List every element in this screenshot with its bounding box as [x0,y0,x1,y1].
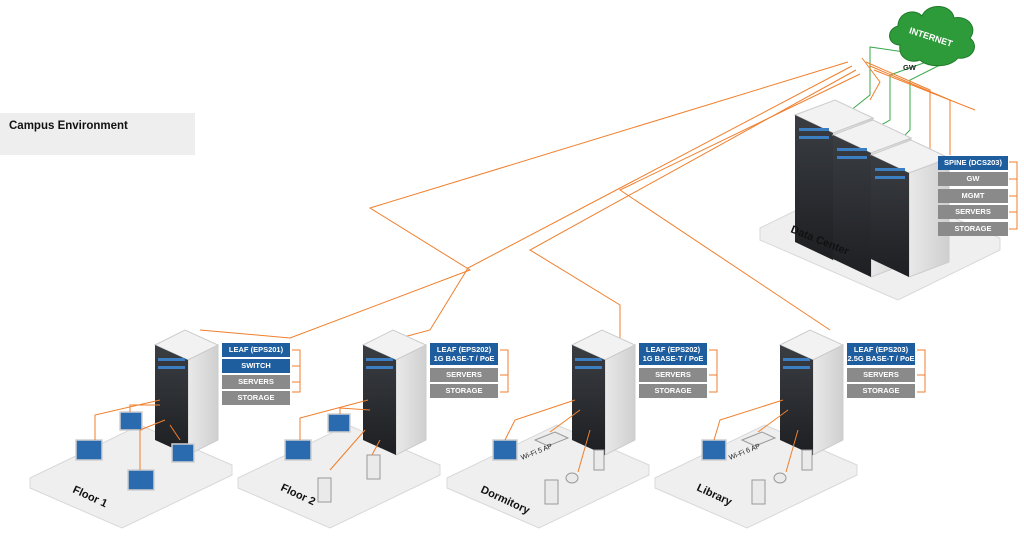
floor1-leaf-label: LEAF (EPS201) [222,343,290,357]
gw-role-label: GW [938,172,1008,186]
spine-label: SPINE (DCS203) [938,156,1008,170]
mgmt-label: MGMT [938,189,1008,203]
dormitory-leaf-line2: 1G BASE-T / PoE [642,354,704,363]
library-leaf-line2: 2.5G BASE-T / PoE [847,354,915,363]
library-leaf-label: LEAF (EPS203) 2.5G BASE-T / PoE [847,343,915,365]
dc-servers-label: SERVERS [938,205,1008,219]
internet-cloud: INTERNET [889,6,975,67]
gw-label: GW [903,63,917,72]
floor1-switch-label: SWITCH [222,359,290,373]
library-leaf-line1: LEAF (EPS203) [853,345,909,354]
dormitory-servers-label: SERVERS [639,368,707,382]
title-panel: Campus Environment [0,113,195,155]
floor2-servers-label: SERVERS [430,368,498,382]
floor2-leaf-line1: LEAF (EPS202) [436,345,492,354]
floor2-storage-label: STORAGE [430,384,498,398]
floor2-leaf-label: LEAF (EPS202) 1G BASE-T / PoE [430,343,498,365]
uplinks [199,57,976,339]
page-title: Campus Environment [9,120,128,132]
dormitory-leaf-label: LEAF (EPS202) 1G BASE-T / PoE [639,343,707,365]
building-racks [153,329,845,456]
dormitory-storage-label: STORAGE [639,384,707,398]
local-links [94,399,799,473]
label-arrows [292,161,1018,393]
library-storage-label: STORAGE [847,384,915,398]
floor2-leaf-line2: 1G BASE-T / PoE [433,354,495,363]
floor1-storage-label: STORAGE [222,391,290,405]
dc-storage-label: STORAGE [938,222,1008,236]
library-servers-label: SERVERS [847,368,915,382]
floor1-servers-label: SERVERS [222,375,290,389]
dormitory-leaf-line1: LEAF (EPS202) [645,345,701,354]
monitor-icons [75,411,727,491]
device-icons [317,431,813,505]
datacenter-racks [793,99,951,278]
